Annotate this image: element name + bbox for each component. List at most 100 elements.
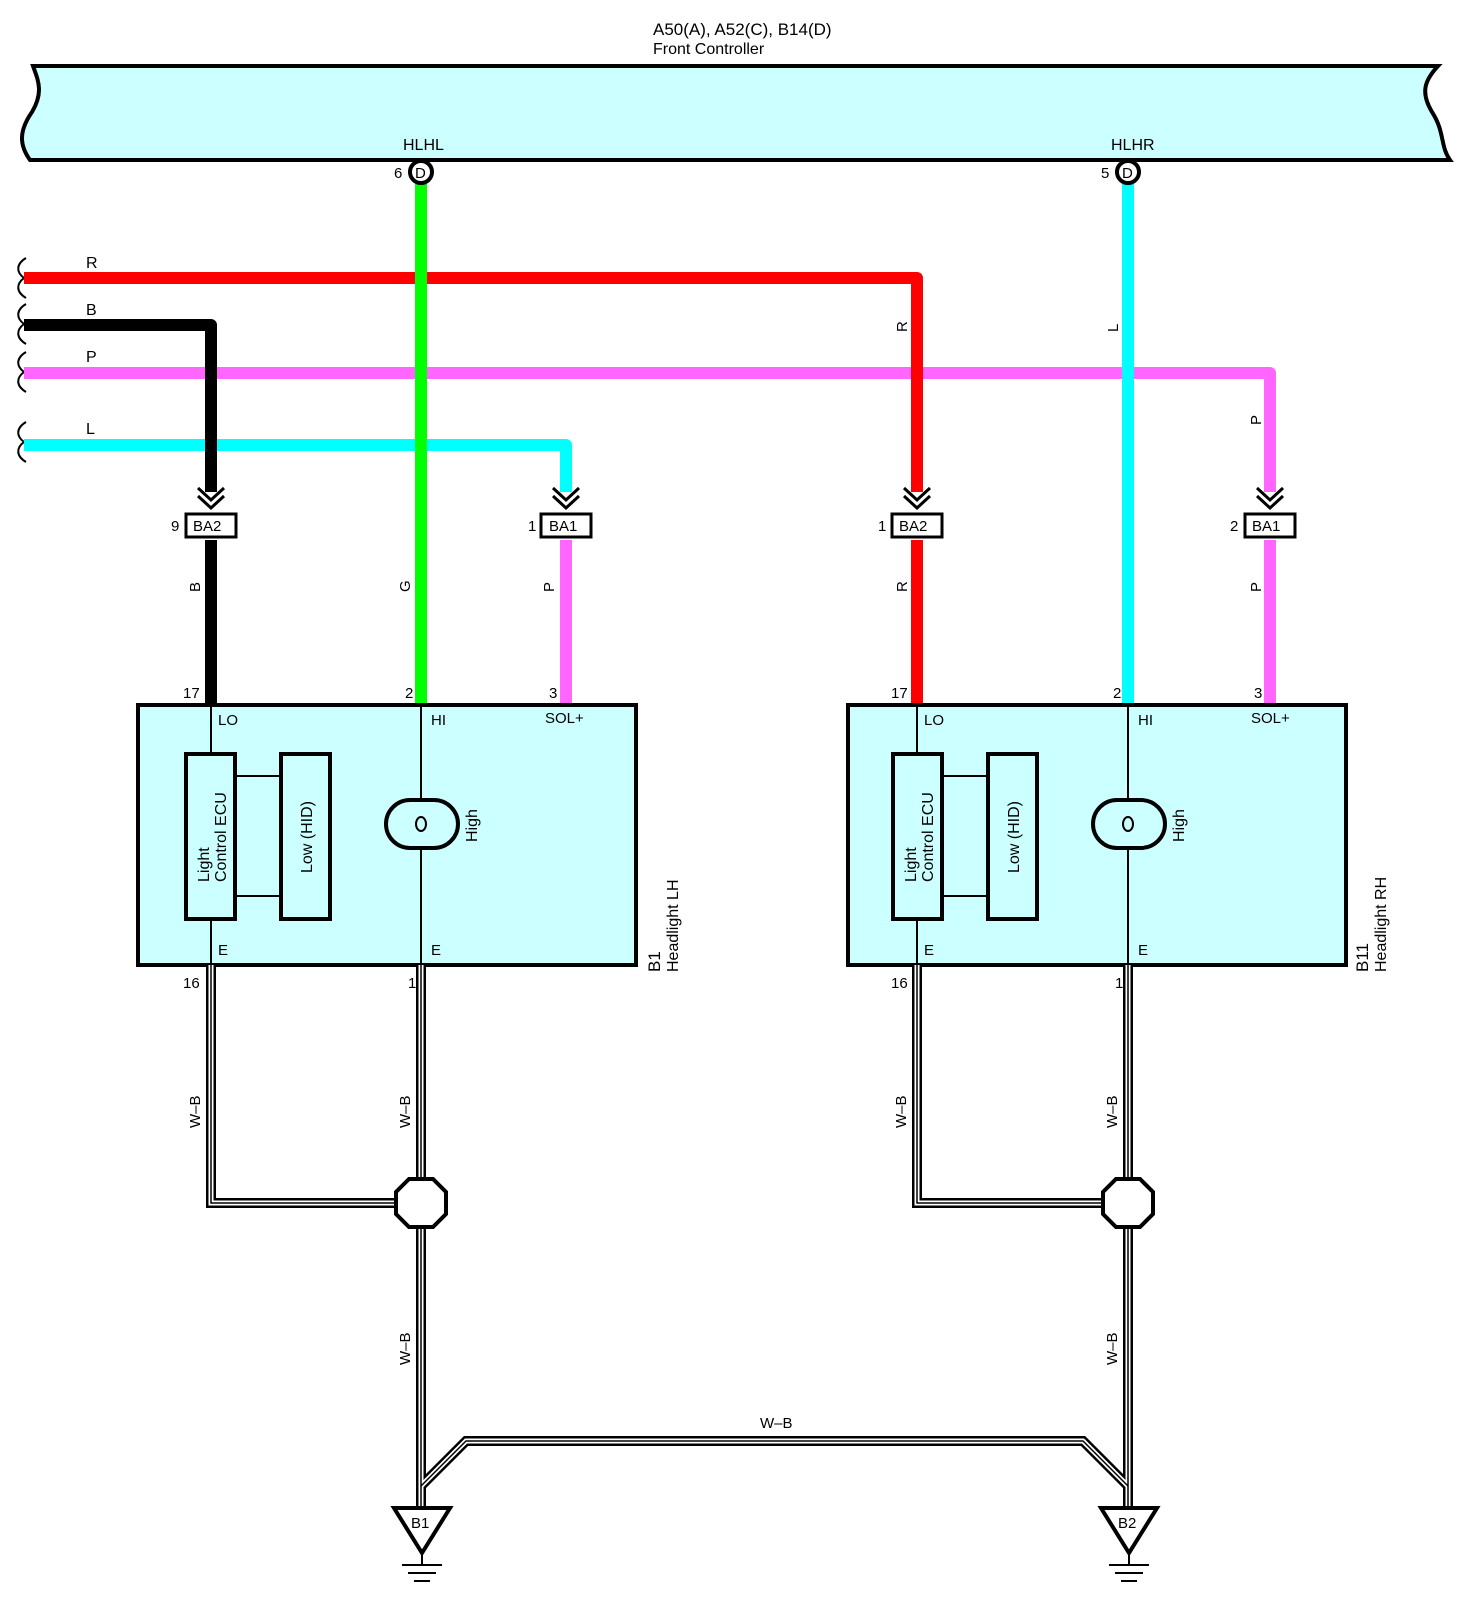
- pin-name-hlhl: HLHL: [403, 137, 444, 154]
- controller-pins: D 6 D 5: [394, 159, 1141, 185]
- pin-lo: 17: [891, 685, 908, 702]
- pin-e1: 16: [183, 975, 200, 992]
- splice-right: [1101, 1177, 1155, 1229]
- headlight-lh: Light Control ECU Low (HID) High LO HI S…: [136, 685, 682, 992]
- junction-arrow: [1255, 486, 1285, 511]
- wire-label-p: P: [86, 349, 97, 366]
- wb-label-6: W–B: [1104, 1332, 1121, 1365]
- ground-wire-labels: W–B W–B W–B W–B W–B W–B W–B: [187, 1095, 1121, 1432]
- terminal-sol: SOL+: [545, 710, 584, 727]
- low-label: Low (HID): [299, 801, 316, 873]
- junction-name: BA1: [549, 518, 577, 535]
- controller-bus-shape: [20, 64, 1454, 162]
- wire-label-p-vert: P: [1248, 415, 1265, 425]
- wb-label-4: W–B: [893, 1095, 910, 1128]
- ground-label: B2: [1118, 1515, 1136, 1532]
- pin-hi: 2: [1113, 685, 1121, 702]
- wire-label-right-sol: P: [1248, 582, 1265, 592]
- wire-r-bus: [24, 272, 923, 492]
- wb-label-1: W–B: [187, 1095, 204, 1128]
- ecu-label-1: Light: [903, 847, 920, 882]
- low-hid-lamp: [279, 752, 332, 921]
- light-control-ecu: [891, 752, 944, 921]
- terminal-lo: LO: [218, 712, 238, 729]
- junction-pin: 2: [1230, 518, 1238, 535]
- junction-ba2-right: BA2 1: [878, 486, 944, 539]
- pin-connector-hlhr: D: [1122, 165, 1133, 182]
- ground-wires: [206, 965, 1133, 1506]
- incoming-wire-labels: R B P L R L P: [86, 255, 1265, 438]
- junction-connectors: BA2 9 BA1 1 BA2 1 BA1 2: [171, 486, 1297, 539]
- terminal-e1: E: [218, 942, 228, 959]
- ground-b1: B1: [390, 1506, 454, 1582]
- ground-b2: B2: [1097, 1506, 1161, 1582]
- pin-connector-hlhl: D: [415, 165, 426, 182]
- wb-label-5: W–B: [1104, 1095, 1121, 1128]
- pin-e2: 1: [408, 975, 416, 992]
- wire-p-bus: [24, 367, 1276, 492]
- pin-lo: 17: [183, 685, 200, 702]
- junction-ba2-left: BA2 9: [171, 486, 238, 539]
- high-bulb: [1091, 798, 1167, 850]
- terminal-e2: E: [1138, 942, 1148, 959]
- terminal-e1: E: [924, 942, 934, 959]
- splice-left: [394, 1177, 448, 1229]
- terminal-hi: HI: [1138, 712, 1153, 729]
- pin-e1: 16: [891, 975, 908, 992]
- wire-label-right-lo: R: [894, 581, 911, 592]
- pin-sol: 3: [549, 685, 557, 702]
- junction-pin: 9: [171, 518, 179, 535]
- ecu-label-2: Control ECU: [920, 792, 937, 882]
- junction-ba1-right: BA1 2: [1230, 486, 1297, 539]
- pin-number-hlhr: 5: [1101, 165, 1109, 182]
- terminal-sol: SOL+: [1251, 710, 1290, 727]
- wire-label-b: B: [86, 302, 97, 319]
- pin-circle-hlhr: [1115, 159, 1141, 185]
- pin-hi: 2: [405, 685, 413, 702]
- wire-label-left-sol: P: [541, 582, 558, 592]
- pin-sol: 3: [1254, 685, 1262, 702]
- wb-label-2: W–B: [397, 1095, 414, 1128]
- headlight-name: Headlight RH: [1373, 877, 1390, 972]
- wire-break-marks: [17, 257, 27, 463]
- wire-label-r: R: [86, 255, 98, 272]
- vertical-wire-labels: B G P R P: [187, 580, 1265, 592]
- light-control-ecu: [184, 752, 237, 921]
- high-bulb: [384, 798, 460, 850]
- junction-arrow: [196, 486, 226, 511]
- pin-circle-hlhl: [408, 159, 434, 185]
- ecu-label-1: Light: [196, 847, 213, 882]
- high-bulb-filament: [415, 816, 427, 832]
- junction-box: [184, 512, 238, 539]
- junction-box: [1243, 512, 1297, 539]
- front-controller: A50(A), A52(C), B14(D) Front Controller …: [20, 20, 1454, 162]
- junction-name: BA2: [193, 518, 221, 535]
- wire-label-l: L: [86, 421, 95, 438]
- headlight-code: B1: [645, 951, 664, 972]
- wb-label-3: W–B: [397, 1332, 414, 1365]
- high-label: High: [1171, 809, 1188, 842]
- pin-e2: 1: [1115, 975, 1123, 992]
- splice-points: [394, 1177, 1155, 1229]
- junction-pin: 1: [528, 518, 536, 535]
- low-hid-lamp: [986, 752, 1039, 921]
- junction-arrow: [902, 486, 932, 511]
- wb-label-bridge: W–B: [760, 1415, 793, 1432]
- wire-label-left-lo: B: [187, 582, 204, 592]
- wire-label-l-vert: L: [1105, 324, 1122, 332]
- headlight-rh: Light Control ECU Low (HID) High LO HI S…: [846, 685, 1390, 992]
- wire-l-left: [24, 439, 572, 492]
- pin-number-hlhl: 6: [394, 165, 402, 182]
- ground-triangle: [390, 1506, 454, 1557]
- high-label: High: [464, 809, 481, 842]
- wire-label-left-hi: G: [397, 580, 414, 592]
- junction-name: BA2: [899, 518, 927, 535]
- headlight-name: Headlight LH: [665, 880, 682, 973]
- headlight-code: B11: [1353, 943, 1372, 972]
- ecu-label-2: Control ECU: [213, 792, 230, 882]
- controller-subtitle: Front Controller: [653, 41, 765, 58]
- controller-title: A50(A), A52(C), B14(D): [653, 20, 832, 39]
- signal-wires: [24, 184, 1276, 705]
- terminal-e2: E: [431, 942, 441, 959]
